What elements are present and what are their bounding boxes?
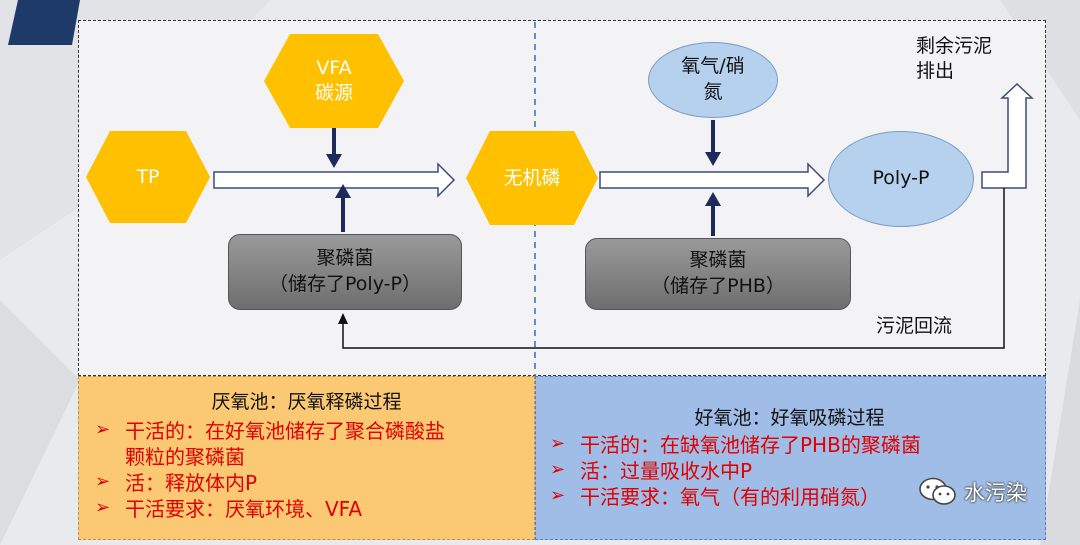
pao-up-arrow-2 bbox=[705, 192, 721, 206]
pao-aerobic-box: 聚磷菌 （储存了PHB） bbox=[585, 238, 851, 310]
flow-arrow-1 bbox=[213, 162, 456, 198]
anaerobic-bullet-2: ➢ 活：释放体内P bbox=[95, 471, 258, 495]
vfa-down-arrow bbox=[326, 154, 342, 168]
bullet-arrow-icon: ➢ bbox=[550, 433, 566, 454]
sludge-return-line bbox=[342, 188, 1005, 349]
vfa-label: VFA 碳源 bbox=[314, 57, 353, 104]
aerobic-title: 好氧池：好氧吸磷过程 bbox=[694, 407, 885, 429]
bullet-arrow-icon: ➢ bbox=[550, 485, 566, 506]
connectors bbox=[86, 22, 1034, 376]
aerobic-panel: 好氧池：好氧吸磷过程 ➢ 干活的：在缺氧池储存了PHB的聚磷菌 ➢ 活：过量吸收… bbox=[535, 376, 1046, 540]
aerobic-bullet-2: ➢ 活：过量吸收水中P bbox=[550, 459, 753, 483]
watermark: 水污染 bbox=[918, 476, 1027, 508]
aerobic-bullet-1: ➢ 干活的：在缺氧池储存了PHB的聚磷菌 bbox=[550, 433, 921, 457]
inorganic-p-hexagon bbox=[466, 131, 598, 225]
bullet-arrow-icon: ➢ bbox=[95, 497, 111, 518]
inorganic-p-label: 无机磷 bbox=[503, 166, 561, 189]
tp-label: TP bbox=[136, 165, 160, 188]
sludge-return-label: 污泥回流 bbox=[876, 315, 953, 337]
wechat-icon bbox=[919, 477, 956, 505]
discharge-arrow bbox=[981, 82, 1034, 189]
oxygen-down-arrow bbox=[705, 152, 721, 166]
pao-up-arrow-1 bbox=[335, 184, 351, 198]
tp-hexagon bbox=[86, 131, 210, 223]
sludge-discharge-label: 剩余污泥 排出 bbox=[916, 35, 993, 82]
vfa-hexagon bbox=[264, 34, 404, 128]
anaerobic-bullet-3: ➢ 干活要求：厌氧环境、VFA bbox=[95, 497, 363, 521]
anaerobic-panel: 厌氧池：厌氧释磷过程 ➢ 干活的：在好氧池储存了聚合磷酸盐 颗粒的聚磷菌 ➢ 活… bbox=[78, 376, 535, 540]
flow-arrow-2 bbox=[599, 162, 826, 198]
pao-anaerobic-box: 聚磷菌 （储存了Poly-P） bbox=[228, 234, 462, 310]
polyp-ellipse: Poly-P bbox=[828, 131, 974, 227]
oxygen-ellipse: 氧气/硝 氮 bbox=[648, 42, 778, 118]
bullet-arrow-icon: ➢ bbox=[95, 419, 111, 440]
bullet-arrow-icon: ➢ bbox=[550, 459, 566, 480]
anaerobic-title: 厌氧池：厌氧释磷过程 bbox=[211, 391, 402, 413]
anaerobic-bullet-1: ➢ 干活的：在好氧池储存了聚合磷酸盐 颗粒的聚磷菌 bbox=[95, 419, 445, 469]
bullet-arrow-icon: ➢ bbox=[95, 471, 111, 492]
aerobic-bullet-3: ➢ 干活要求：氧气（有的利用硝氮） bbox=[550, 485, 880, 509]
